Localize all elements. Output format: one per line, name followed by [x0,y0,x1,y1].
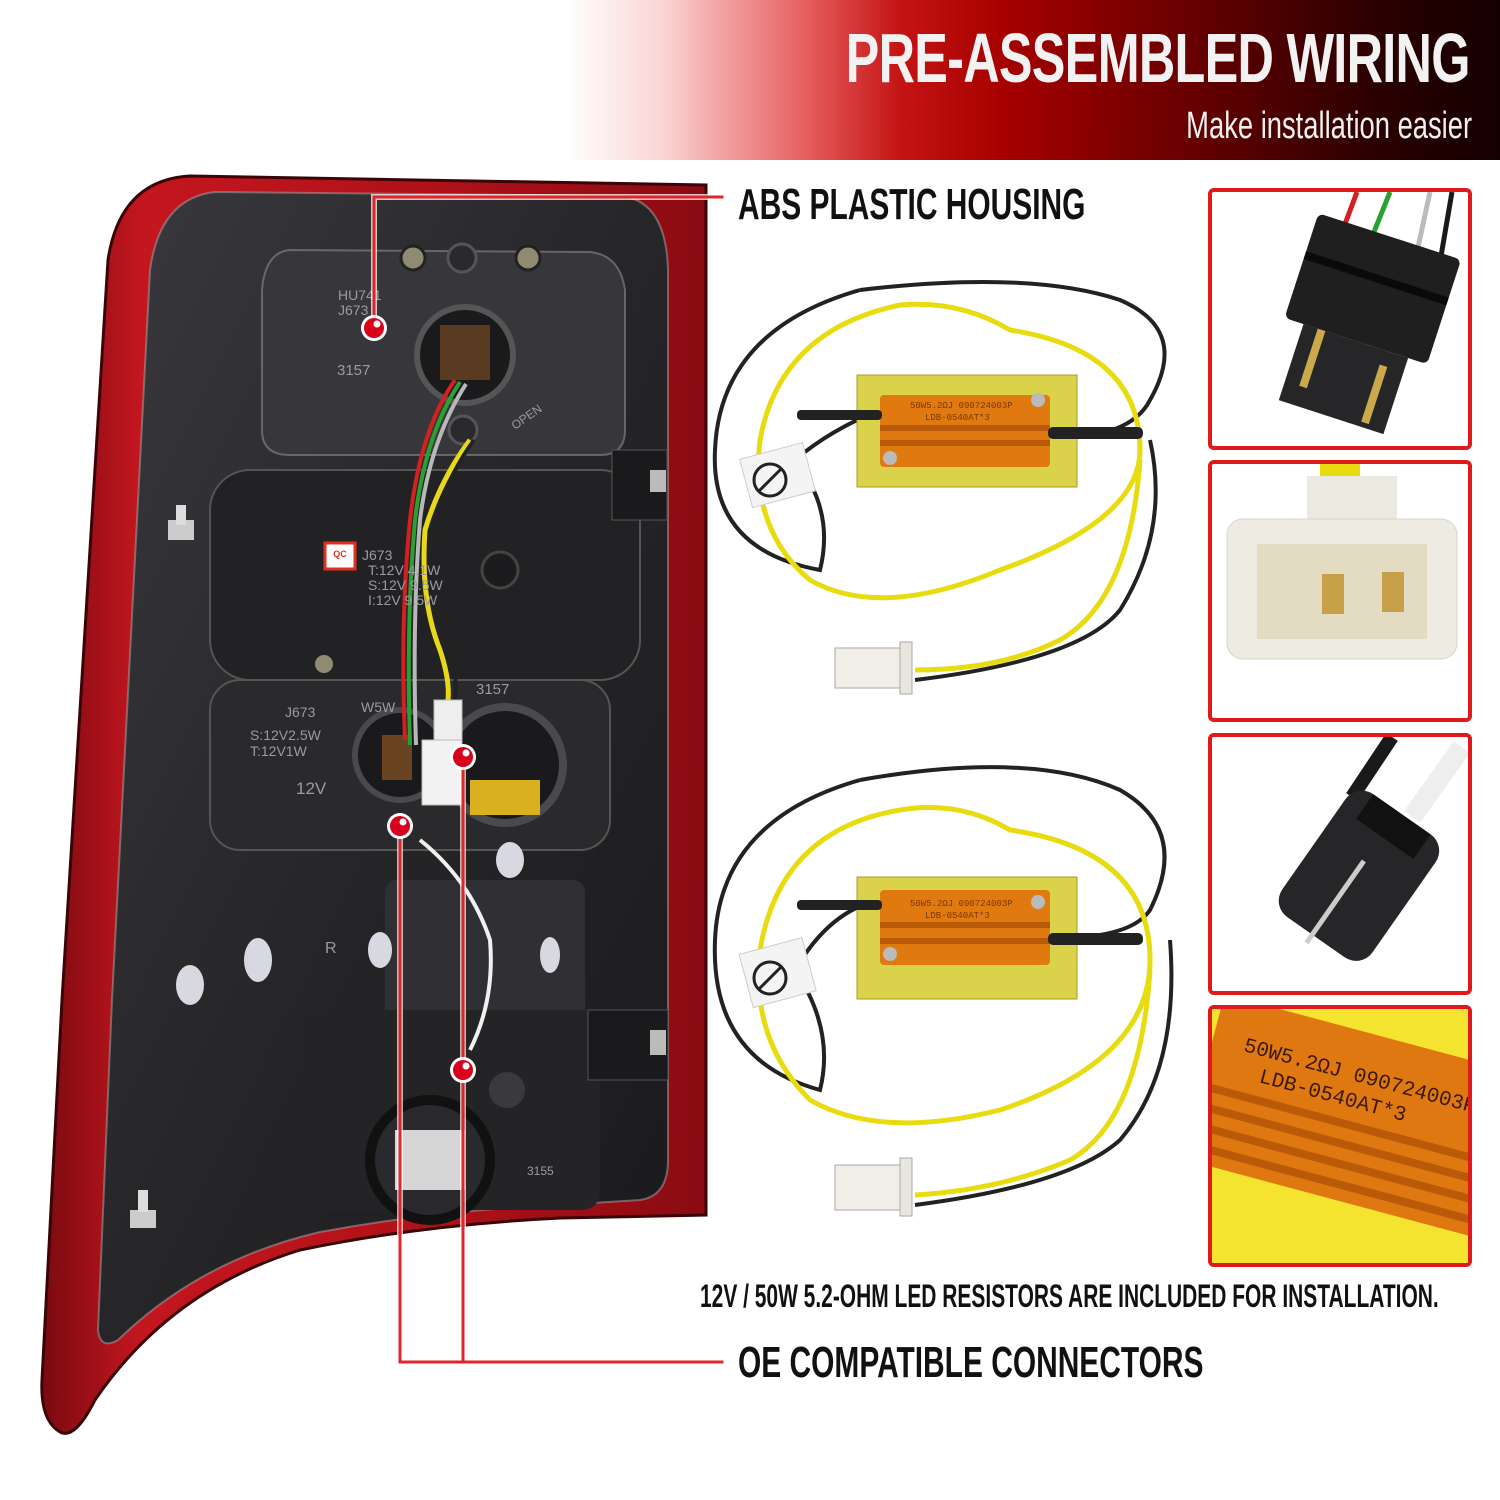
detail-panel-wedge-socket [1208,733,1472,995]
resistor-kit-1-image: 50W5.2ΩJ 090724003P LDB-0540AT*3 [712,280,1167,695]
svg-text:I:12V 9.5W: I:12V 9.5W [368,592,438,608]
svg-text:3157: 3157 [337,362,370,379]
black-socket-connector-icon [1278,192,1460,435]
svg-text:S:12V2.5W: S:12V2.5W [250,727,322,743]
callout-dot-connector-3 [450,1057,476,1083]
svg-text:T:12V1W: T:12V1W [250,743,308,759]
svg-text:LDB-0540AT*3: LDB-0540AT*3 [925,911,990,921]
tail-lamp-image: QC HU741 J673 3157 J673 T:12V 4.1W S:12V… [40,174,708,1435]
svg-text:3155: 3155 [527,1164,554,1178]
white-connector-icon [1226,464,1458,660]
svg-text:J673: J673 [362,547,393,563]
resistors-note: 12V / 50W 5.2-OHM LED RESISTORS ARE INCL… [700,1278,1439,1314]
callout-dot-connector-2 [387,813,413,839]
detail-panel-4pin-connector [1208,188,1472,450]
svg-text:HU741: HU741 [338,287,382,303]
callout-dot-connector-1 [450,744,476,770]
qc-sticker [323,541,357,571]
svg-text:50W5.2ΩJ 090724003P: 50W5.2ΩJ 090724003P [910,899,1013,909]
svg-text:3157: 3157 [476,681,509,698]
svg-text:J673: J673 [338,302,369,318]
svg-text:S:12V 9.5W: S:12V 9.5W [368,577,443,593]
callout-dot-housing [361,315,387,341]
svg-text:50W5.2ΩJ 090724003P: 50W5.2ΩJ 090724003P [910,401,1013,411]
svg-text:LDB-0540AT*3: LDB-0540AT*3 [925,413,990,423]
housing-label: ABS PLASTIC HOUSING [738,180,1086,229]
header-banner: PRE-ASSEMBLED WIRING Make installation e… [0,0,1500,160]
svg-text:T:12V 4.1W: T:12V 4.1W [368,562,441,578]
svg-text:QC: QC [333,549,347,559]
banner-subtitle: Make installation easier [1186,105,1472,147]
resistor-closeup-icon: 50W5.2ΩJ 090724003P LDB-0540AT*3 [1212,1009,1468,1263]
svg-text:R: R [325,940,337,957]
connectors-label: OE COMPATIBLE CONNECTORS [738,1338,1204,1387]
wedge-socket-icon [1278,737,1468,961]
svg-text:J673: J673 [285,704,316,720]
resistor-kit-2-image: 50W5.2ΩJ 090724003P LDB-0540AT*3 [712,765,1174,1217]
svg-text:W5W: W5W [361,699,396,715]
banner-title: PRE-ASSEMBLED WIRING [845,19,1471,97]
detail-panel-white-connector [1208,460,1472,722]
svg-text:12V: 12V [296,779,327,798]
detail-panel-resistor-closeup: 50W5.2ΩJ 090724003P LDB-0540AT*3 [1208,1005,1472,1267]
